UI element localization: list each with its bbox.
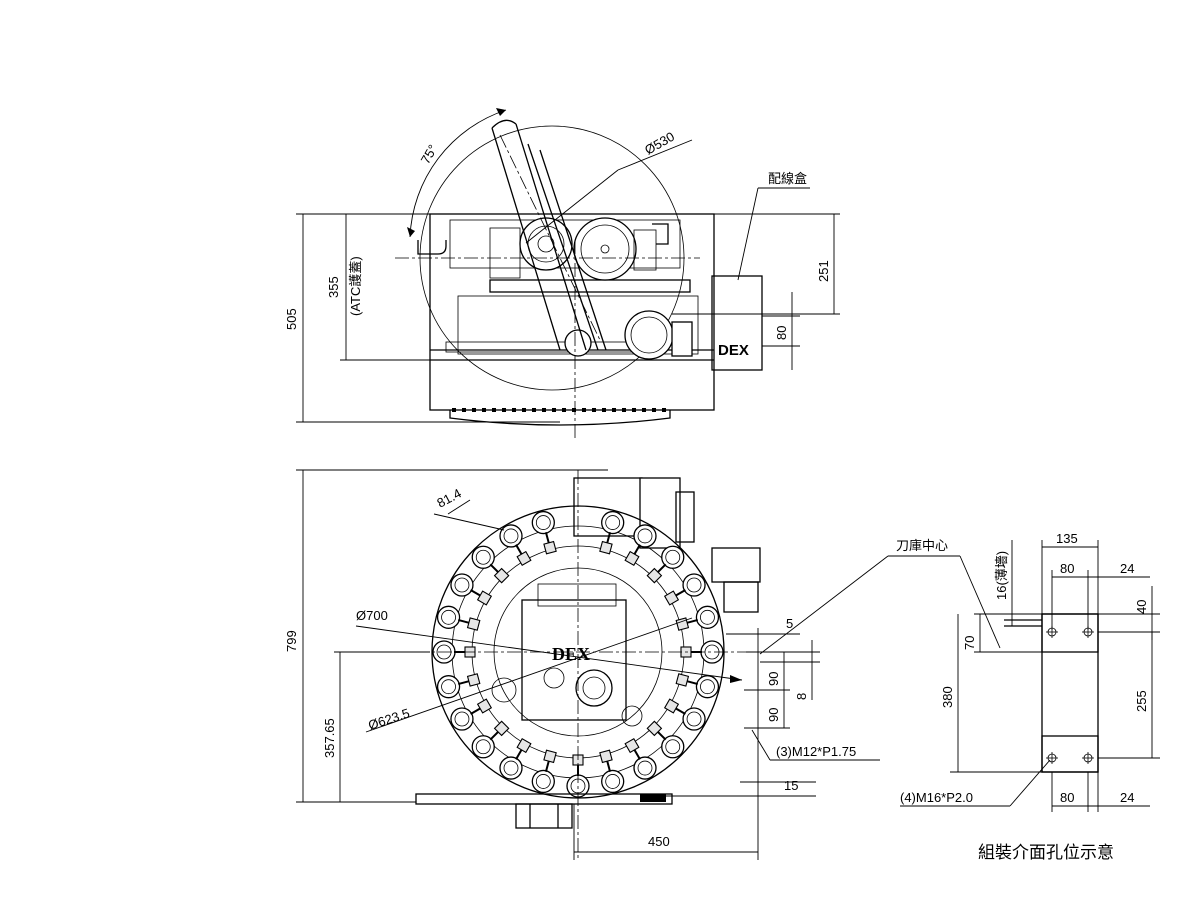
mounting-hole-icon (1046, 752, 1058, 764)
top-gripper-left (417, 240, 447, 255)
wiring-box (711, 275, 763, 371)
side-dim-380: 380 (940, 686, 955, 708)
tool-pocket-icon (646, 720, 685, 759)
tool-pocket-icon (663, 573, 706, 606)
tool-pocket-icon (599, 510, 625, 555)
top-dim-atc-note: (ATC護蓋) (348, 256, 363, 316)
side-dim-40: 40 (1134, 600, 1149, 614)
front-dia-623: Ø623.5 (366, 705, 411, 732)
front-dim-357: 357.65 (322, 718, 337, 758)
interface-plate (1041, 613, 1099, 773)
front-dim-5: 5 (786, 616, 793, 631)
front-thread-m12: (3)M12*P1.75 (776, 744, 856, 759)
side-dim-135: 135 (1056, 531, 1078, 546)
side-dim-255: 255 (1134, 690, 1149, 712)
tool-pocket-icon (499, 737, 532, 780)
top-dim-505: 505 (284, 308, 299, 330)
tool-pocket-ring (432, 510, 724, 798)
tool-pocket-icon (675, 673, 720, 699)
front-dim-15: 15 (784, 778, 798, 793)
front-view: DEX 799 357.65 81.4 Ø700 (284, 469, 880, 860)
front-dim-90b: 90 (766, 708, 781, 722)
tool-pocket-icon (599, 749, 625, 794)
front-brand: DEX (552, 644, 590, 664)
tool-pocket-icon (624, 737, 657, 780)
front-dia-700: Ø700 (356, 608, 388, 623)
front-dim-799: 799 (284, 630, 299, 652)
top-dim-355: 355 (326, 276, 341, 298)
top-bottom-base (449, 410, 671, 426)
top-dim-80: 80 (774, 326, 789, 340)
tool-pocket-icon (646, 545, 685, 584)
tool-pocket-icon (471, 545, 510, 584)
side-dim-24-bottom: 24 (1120, 790, 1134, 805)
side-dim-16: 16(薄墻) (994, 551, 1009, 600)
magazine-base-plate (415, 793, 673, 805)
tool-pocket-icon (624, 524, 657, 567)
wiring-box-label: 配線盒 (768, 171, 807, 186)
tool-pocket-icon (531, 749, 557, 794)
top-dim-251: 251 (816, 260, 831, 282)
tool-pocket-icon (436, 673, 481, 699)
side-dim-24-top: 24 (1120, 561, 1134, 576)
tool-pocket-icon (450, 698, 493, 731)
interface-view: 135 80 24 40 16(薄墻) 70 380 255 80 24 (900, 531, 1160, 812)
top-view: 75° Ø530 DEX 配線盒 505 355 (ATC護蓋) 251 80 (284, 108, 840, 440)
tool-pocket-icon (675, 605, 720, 631)
tool-pocket-icon (471, 720, 510, 759)
side-thread-m16: (4)M16*P2.0 (900, 790, 973, 805)
tool-pocket-icon (499, 524, 532, 567)
side-dim-80-top: 80 (1060, 561, 1074, 576)
side-dim-70: 70 (962, 636, 977, 650)
tool-pocket-icon (531, 510, 557, 555)
magazine-hub (521, 599, 627, 721)
tool-pocket-icon (450, 573, 493, 606)
top-motor-right (573, 217, 637, 281)
tool-pocket-icon (436, 605, 481, 631)
magazine-center-label: 刀庫中心 (896, 538, 948, 553)
top-brand: DEX (718, 342, 749, 359)
side-dim-80-bottom: 80 (1060, 790, 1074, 805)
mounting-hole-icon (1082, 752, 1094, 764)
top-angle-label: 75° (418, 142, 441, 167)
front-dim-8: 8 (794, 693, 809, 700)
caption: 組裝介面孔位示意 (978, 843, 1114, 862)
front-dim-90a: 90 (766, 672, 781, 686)
tool-pocket-icon (663, 698, 706, 731)
front-dim-450: 450 (648, 834, 670, 849)
